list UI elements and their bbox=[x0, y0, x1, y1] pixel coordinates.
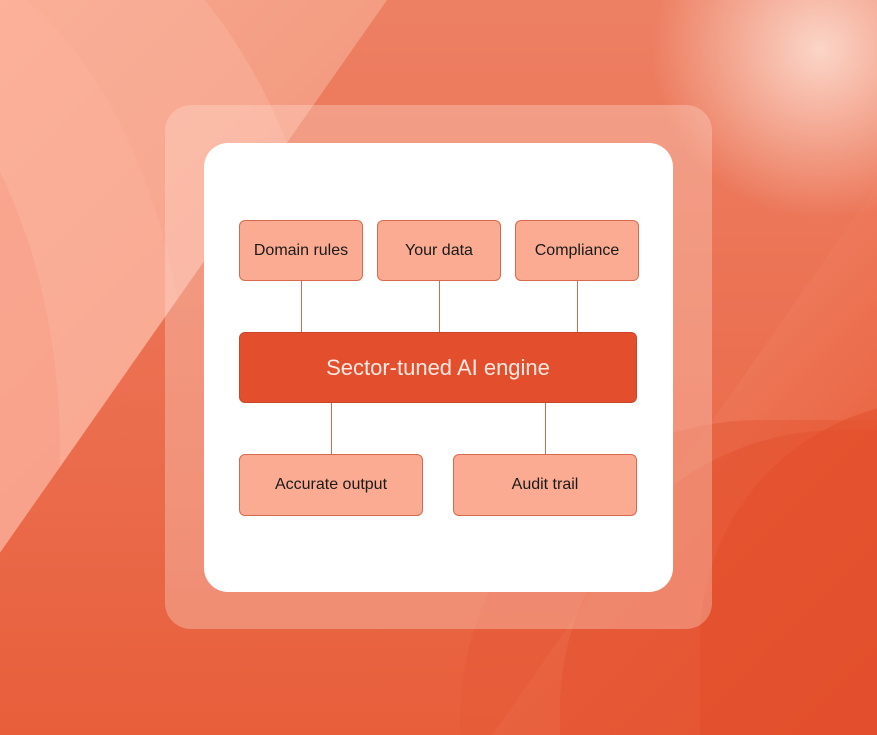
connector-domain-rules bbox=[301, 281, 302, 332]
connector-accurate-output bbox=[331, 403, 332, 454]
node-label: Domain rules bbox=[253, 241, 349, 259]
bg-glow bbox=[650, 0, 877, 220]
node-accurate-output: Accurate output bbox=[239, 454, 423, 516]
node-label: Audit trail bbox=[511, 476, 579, 493]
node-domain-rules: Domain rules bbox=[239, 220, 363, 281]
engine-label: Sector-tuned AI engine bbox=[326, 354, 550, 380]
connector-audit-trail bbox=[545, 403, 546, 454]
node-your-data: Your data bbox=[377, 220, 501, 281]
node-ai-engine: Sector-tuned AI engine bbox=[239, 332, 637, 403]
node-label: Your data bbox=[405, 241, 473, 259]
node-compliance: Compliance bbox=[515, 220, 639, 281]
node-label: Accurate output bbox=[274, 476, 388, 493]
connector-compliance bbox=[577, 281, 578, 332]
node-label: Compliance bbox=[534, 241, 620, 259]
node-audit-trail: Audit trail bbox=[453, 454, 637, 516]
connector-your-data bbox=[439, 281, 440, 332]
